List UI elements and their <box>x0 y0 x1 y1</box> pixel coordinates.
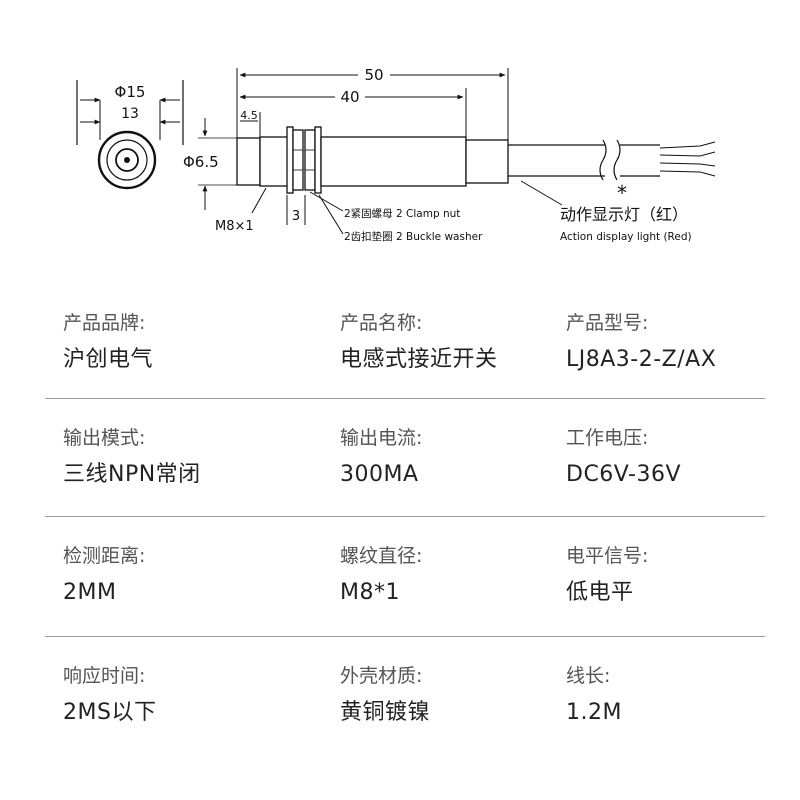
spec-value: M8*1 <box>340 580 400 605</box>
row-divider <box>45 398 765 399</box>
spec-value: LJ8A3-2-Z/AX <box>566 347 717 372</box>
spec-label: 外壳材质: <box>340 665 423 687</box>
spec-row: 产品品牌: 沪创电气 产品名称: 电感式接近开关 产品型号: LJ8A3-2-Z… <box>45 310 765 428</box>
spec-value: DC6V-36V <box>566 462 682 487</box>
spec-output-current: 输出电流: 300MA <box>340 425 570 491</box>
spec-value: 三线NPN常闭 <box>63 462 201 487</box>
front-view: Φ15 13 <box>76 80 184 190</box>
spec-thread-diameter: 螺纹直径: M8*1 <box>340 543 570 609</box>
total-length-label: 50 <box>364 66 383 84</box>
spec-row: 检测距离: 2MM 螺纹直径: M8*1 电平信号: 低电平 <box>45 543 765 661</box>
spec-brand: 产品品牌: 沪创电气 <box>63 310 293 376</box>
spec-response-time: 响应时间: 2MS以下 <box>63 663 293 729</box>
spec-label: 产品名称: <box>340 312 423 334</box>
spec-label: 工作电压: <box>566 427 649 449</box>
clamp-nut-label: 2紧固螺母 2 Clamp nut <box>344 208 460 220</box>
spec-detect-distance: 检测距离: 2MM <box>63 543 293 609</box>
thread-label: M8×1 <box>215 219 254 234</box>
sensing-face-length-label: 4.5 <box>240 109 258 122</box>
side-view: 50 40 4.5 Φ6.5 <box>183 66 716 243</box>
spec-level-signal: 电平信号: 低电平 <box>566 543 796 609</box>
spec-row: 输出模式: 三线NPN常闭 输出电流: 300MA 工作电压: DC6V-36V <box>45 425 765 543</box>
spec-label: 输出模式: <box>63 427 146 449</box>
spec-label: 线长: <box>566 665 611 687</box>
indicator-asterisk: * <box>617 181 627 205</box>
spec-voltage: 工作电压: DC6V-36V <box>566 425 796 491</box>
spec-label: 检测距离: <box>63 545 146 567</box>
spec-cable-length: 线长: 1.2M <box>566 663 796 729</box>
nut-thickness-label: 3 <box>292 209 300 224</box>
indicator-label-en: Action display light (Red) <box>560 231 692 243</box>
spec-label: 产品型号: <box>566 312 649 334</box>
spec-model: 产品型号: LJ8A3-2-Z/AX <box>566 310 796 376</box>
spec-label: 响应时间: <box>63 665 146 687</box>
row-divider <box>45 636 765 637</box>
indicator-label-cn: 动作显示灯（红） <box>560 205 688 224</box>
spec-label: 电平信号: <box>566 545 649 567</box>
spec-value: 低电平 <box>566 580 634 605</box>
spec-row: 响应时间: 2MS以下 外壳材质: 黄铜镀镍 线长: 1.2M <box>45 663 765 781</box>
spec-value: 300MA <box>340 462 419 487</box>
technical-drawing: Φ15 13 50 40 4.5 Φ6.5 <box>76 66 716 243</box>
spec-value: 黄铜镀镍 <box>340 700 431 725</box>
row-divider <box>45 516 765 517</box>
front-inner-width-label: 13 <box>121 106 139 122</box>
body-length-label: 40 <box>340 88 359 106</box>
spec-value: 2MM <box>63 580 117 605</box>
front-outer-diameter-label: Φ15 <box>115 83 146 101</box>
spec-label: 螺纹直径: <box>340 545 423 567</box>
buckle-washer-label: 2齿扣垫圈 2 Buckle washer <box>344 230 483 243</box>
spec-value: 沪创电气 <box>63 347 154 372</box>
spec-label: 产品品牌: <box>63 312 146 334</box>
spec-value: 电感式接近开关 <box>340 347 498 372</box>
spec-output-mode: 输出模式: 三线NPN常闭 <box>63 425 293 491</box>
spec-label: 输出电流: <box>340 427 423 449</box>
spec-value: 1.2M <box>566 700 622 725</box>
side-diameter-label: Φ6.5 <box>183 153 219 171</box>
spec-value: 2MS以下 <box>63 700 157 725</box>
spec-housing-material: 外壳材质: 黄铜镀镍 <box>340 663 570 729</box>
spec-product-name: 产品名称: 电感式接近开关 <box>340 310 570 376</box>
